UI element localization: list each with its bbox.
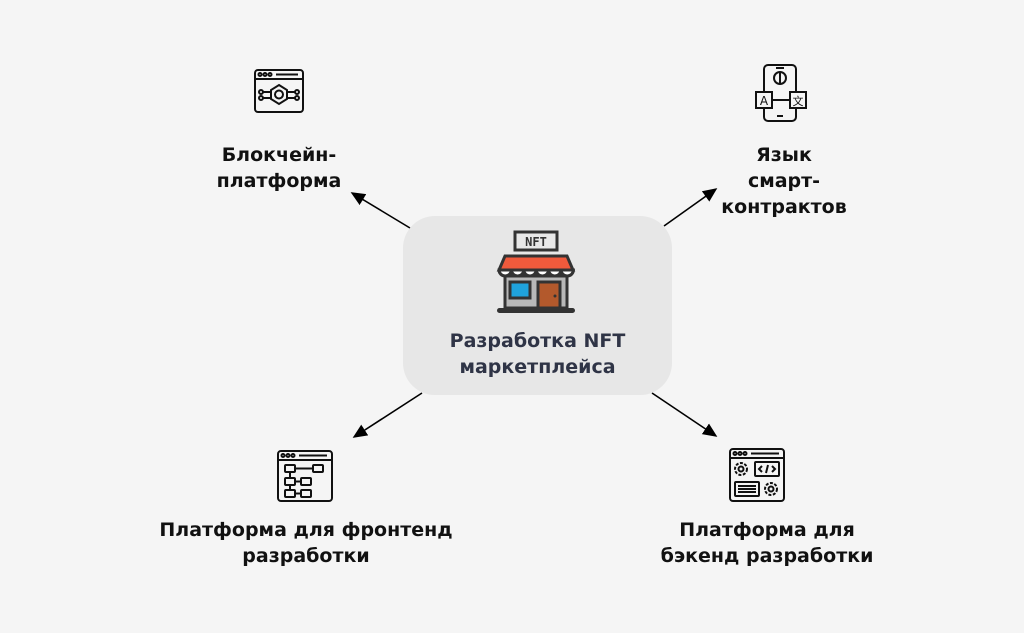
label-backend-platform: Платформа для бэкенд разработки	[660, 519, 874, 567]
center-title: Разработка NFT маркетплейса	[403, 328, 672, 380]
center-title-line1: Разработка NFT	[449, 330, 626, 352]
center-title-line2: маркетплейса	[459, 356, 616, 378]
center-node: NFT Разработка NFT маркетплейса	[403, 216, 672, 395]
svg-text:文: 文	[793, 94, 804, 108]
arrow-to-smart-contracts	[663, 188, 718, 227]
smartphone-translate-icon: A 文	[755, 64, 807, 122]
arrow-to-backend	[651, 392, 718, 437]
label-frontend-platform: Платформа для фронтенд разработки	[159, 519, 453, 567]
blockchain-browser-icon	[254, 69, 304, 113]
arrow-to-blockchain	[350, 192, 411, 229]
svg-text:NFT: NFT	[525, 235, 547, 249]
label-smart-contract-language: Язык смарт- контрактов	[721, 144, 847, 218]
browser-flowchart-icon	[277, 450, 333, 502]
label-blockchain-platform: Блокчейн- платформа	[216, 144, 342, 192]
svg-text:A: A	[760, 94, 769, 108]
browser-code-gears-icon	[729, 448, 785, 502]
arrow-to-frontend	[352, 392, 423, 438]
nft-store-icon: NFT	[496, 230, 576, 313]
